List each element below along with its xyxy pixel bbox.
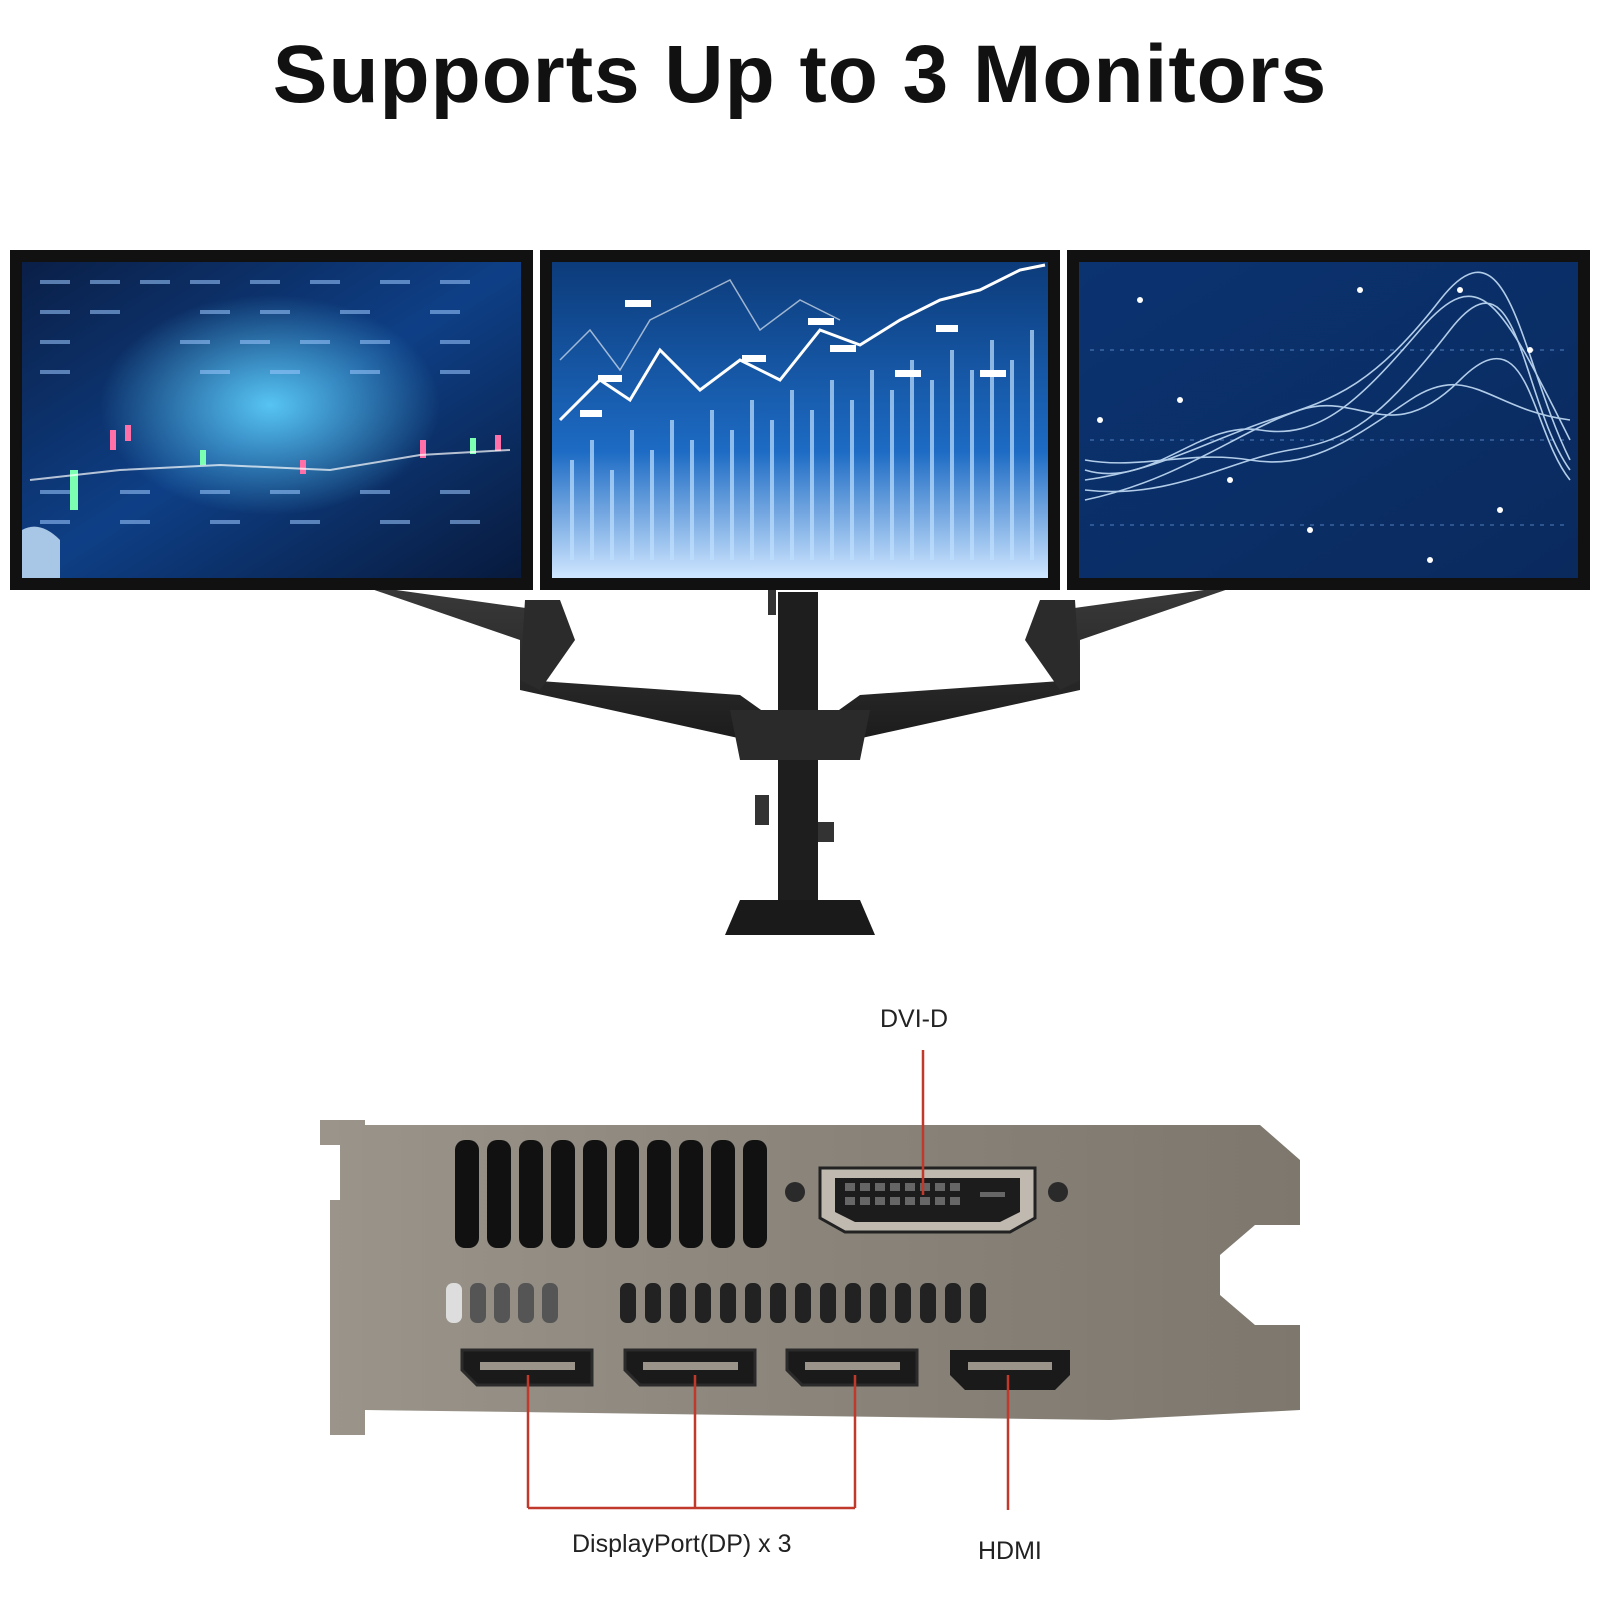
monitor-icon: [10, 250, 533, 590]
monitor-icon: [1067, 250, 1590, 590]
dvi-d-label: DVI-D: [880, 1005, 949, 1033]
displayport-label: DisplayPort(DP) x 3: [572, 1530, 792, 1558]
graphics-card-bracket-icon: [320, 1120, 1300, 1435]
page-title: Supports Up to 3 Monitors: [272, 29, 1328, 120]
monitor-arm-icon: [360, 585, 1240, 935]
hdmi-label: HDMI: [978, 1537, 1042, 1565]
callout-lines: [526, 1050, 1010, 1510]
monitor-icon: [540, 250, 1060, 590]
